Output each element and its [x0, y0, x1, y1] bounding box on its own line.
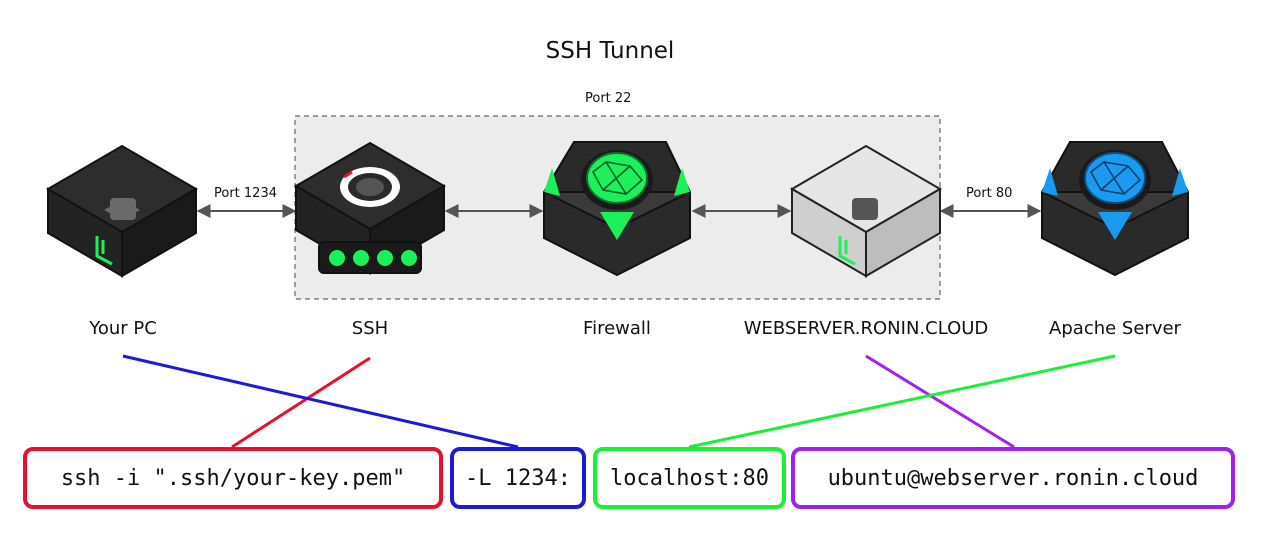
- ssh-lock-icon: [294, 141, 446, 275]
- connector-apache: [688, 354, 1116, 449]
- node-label-your-pc: Your PC: [89, 318, 157, 339]
- webserver-cube-icon: [790, 144, 942, 278]
- node-label-firewall: Firewall: [583, 318, 651, 339]
- firewall-globe-icon: [543, 141, 691, 277]
- command-ssh-part: ssh -i ".ssh/your-key.pem": [23, 447, 443, 509]
- apache-globe-icon: [1041, 141, 1189, 277]
- port-80-label: Port 80: [966, 186, 1013, 201]
- connector-pc: [122, 354, 519, 449]
- command-host-part: ubuntu@webserver.ronin.cloud: [791, 447, 1235, 509]
- port-22-label: Port 22: [585, 91, 632, 106]
- connector-ssh: [231, 356, 371, 449]
- port-1234-label: Port 1234: [214, 186, 277, 201]
- pc-cube-icon: [46, 144, 198, 278]
- node-label-webserver: WEBSERVER.RONIN.CLOUD: [743, 318, 989, 339]
- node-label-apache-server: Apache Server: [1049, 318, 1181, 339]
- diagram-title: SSH Tunnel: [545, 38, 675, 64]
- command-local-part: -L 1234:: [450, 447, 586, 509]
- node-label-ssh: SSH: [351, 318, 389, 339]
- command-remote-part: localhost:80: [593, 447, 786, 509]
- connector-webserver: [865, 354, 1015, 449]
